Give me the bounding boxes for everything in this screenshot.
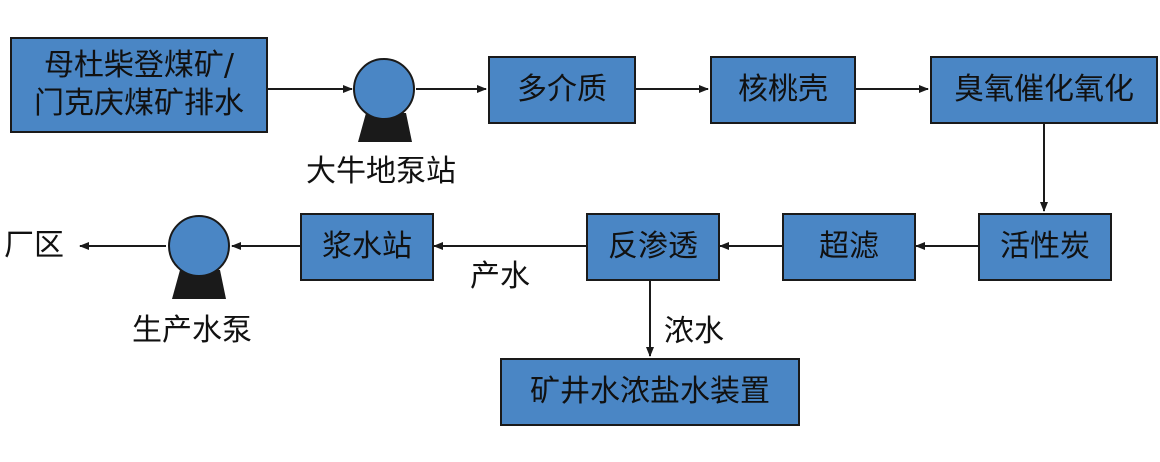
pump-icon-station [353, 58, 415, 142]
pump-station-label: 大牛地泵站 [306, 154, 456, 189]
source-box: 母杜柴登煤矿/ 门克庆煤矿排水 [10, 37, 268, 133]
multimedia-filter-box: 多介质 [488, 56, 636, 124]
activated-carbon-box: 活性炭 [978, 213, 1112, 281]
ultrafiltration-box: 超滤 [782, 213, 916, 281]
reverse-osmosis-box: 反渗透 [586, 213, 720, 281]
product-water-label: 产水 [470, 259, 530, 294]
brine-device-box: 矿井水浓盐水装置 [500, 358, 800, 426]
source-label-line1: 母杜柴登煤矿/ [43, 48, 235, 83]
concentrate-label: 浓水 [664, 314, 724, 349]
walnut-shell-filter-box: 核桃壳 [710, 56, 856, 124]
slurry-station-box: 浆水站 [300, 213, 434, 281]
pump-icon-production [168, 215, 230, 299]
ozone-oxidation-box: 臭氧催化氧化 [930, 56, 1158, 124]
plant-area-label: 厂区 [4, 228, 64, 263]
production-pump-label: 生产水泵 [132, 313, 252, 348]
source-label-line2: 门克庆煤矿排水 [34, 86, 244, 121]
